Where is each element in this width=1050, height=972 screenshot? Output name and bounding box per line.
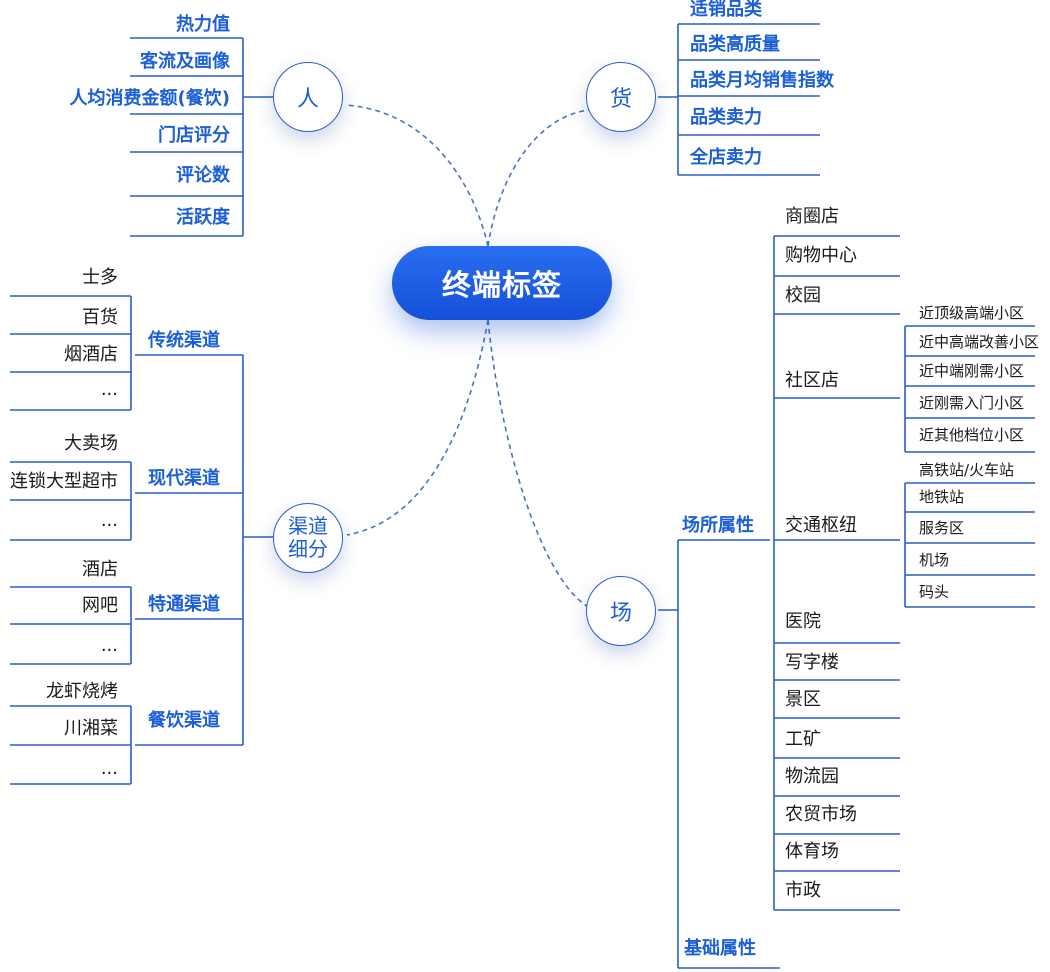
community-item: 近顶级高端小区	[919, 304, 1025, 322]
channel-item: ...	[100, 635, 118, 656]
huo-item-category-power: 品类卖力	[690, 107, 762, 128]
place-item: 物流园	[785, 766, 839, 787]
transport-item: 高铁站/火车站	[919, 461, 1015, 479]
place-item: 校园	[785, 285, 821, 306]
dash-center-channel	[346, 319, 489, 536]
chang-place-attributes: 场所属性	[682, 515, 754, 536]
place-item: 交通枢纽	[785, 515, 857, 536]
community-item: 近刚需入门小区	[919, 394, 1025, 412]
chang-basic-attributes: 基础属性	[684, 938, 756, 959]
place-item: 工矿	[785, 729, 821, 750]
ren-item-reviews: 评论数	[176, 165, 230, 186]
community-item: 近中端刚需小区	[919, 362, 1025, 380]
place-item: 购物中心	[785, 245, 857, 266]
node-ren: 人	[273, 62, 343, 132]
community-item: 近其他档位小区	[919, 426, 1025, 444]
transport-item: 服务区	[919, 519, 965, 537]
channel-item: 大卖场	[64, 433, 118, 454]
channel-item: ...	[100, 510, 118, 531]
place-item: 医院	[785, 611, 821, 632]
dash-center-huo	[487, 109, 591, 247]
place-item: 社区店	[785, 370, 839, 391]
channel-modern: 现代渠道	[148, 468, 220, 489]
channel-traditional: 传统渠道	[148, 330, 220, 351]
channel-item: 酒店	[82, 559, 118, 580]
transport-item: 地铁站	[919, 488, 965, 506]
place-item: 农贸市场	[785, 804, 857, 825]
dash-center-chang	[487, 319, 591, 609]
transport-item: 码头	[919, 583, 950, 601]
node-channel-segment: 渠道 细分	[273, 503, 343, 573]
place-item: 写字楼	[785, 652, 839, 673]
channel-item: 连锁大型超市	[10, 471, 118, 492]
ren-item-rating: 门店评分	[158, 125, 230, 146]
channel-special: 特通渠道	[148, 594, 220, 615]
huo-item-suitable: 适销品类	[690, 0, 762, 20]
huo-item-quality: 品类高质量	[690, 34, 780, 55]
channel-item: 龙虾烧烤	[46, 681, 118, 702]
center-node-terminal-tags: 终端标签	[392, 246, 612, 320]
ren-item-activity: 活跃度	[176, 207, 230, 228]
channel-item: 川湘菜	[64, 718, 118, 739]
channel-item: 网吧	[82, 595, 118, 616]
node-huo: 货	[586, 62, 656, 132]
node-channel-line1: 渠道	[288, 514, 328, 538]
place-item: 体育场	[785, 841, 839, 862]
place-item: 商圈店	[785, 206, 839, 227]
dash-center-ren	[344, 104, 489, 247]
channel-item: 士多	[82, 267, 118, 288]
node-channel-line2: 细分	[288, 537, 328, 561]
ren-item-traffic: 客流及画像	[140, 51, 230, 72]
ren-item-spend: 人均消费金额(餐饮)	[69, 88, 230, 109]
huo-item-store-power: 全店卖力	[690, 147, 762, 168]
channel-item: 百货	[82, 307, 118, 328]
transport-item: 机场	[919, 551, 950, 569]
huo-item-sales-index: 品类月均销售指数	[690, 70, 834, 91]
ren-item-heat: 热力值	[176, 14, 230, 35]
channel-item: ...	[100, 758, 118, 779]
place-item: 景区	[785, 689, 821, 710]
channel-catering: 餐饮渠道	[148, 710, 220, 731]
channel-item: ...	[100, 379, 118, 400]
community-item: 近中高端改善小区	[919, 333, 1040, 351]
place-item: 市政	[785, 880, 821, 901]
channel-item: 烟酒店	[64, 344, 118, 365]
node-chang: 场	[586, 576, 656, 646]
